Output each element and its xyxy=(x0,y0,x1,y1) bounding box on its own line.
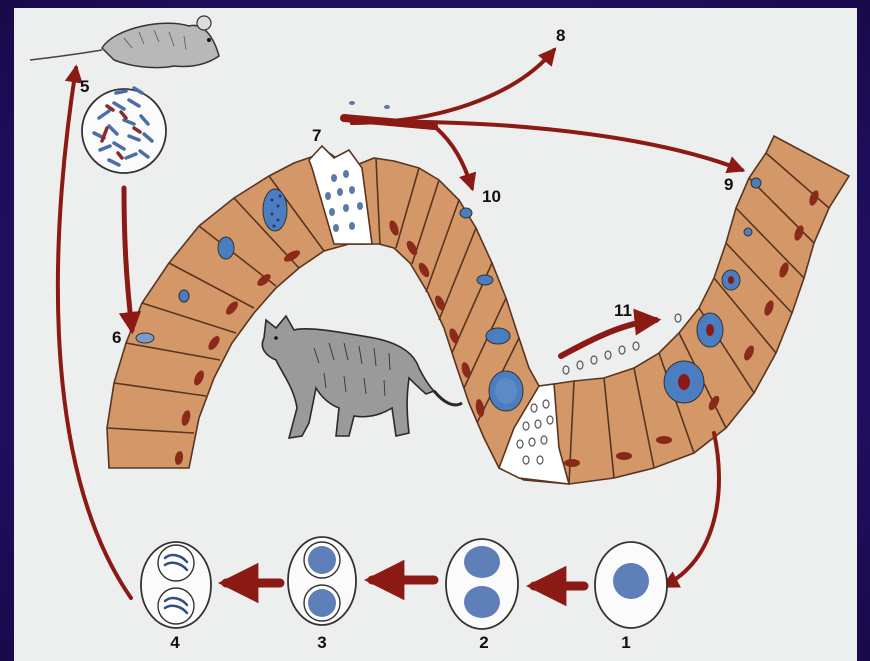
label-stage-1: 1 xyxy=(621,633,630,652)
tissue-cyst xyxy=(82,88,166,173)
cat-icon xyxy=(262,316,462,438)
label-stage-7: 7 xyxy=(312,126,321,145)
label-stage-2: 2 xyxy=(479,633,488,652)
label-stage-8: 8 xyxy=(556,26,565,45)
toxoplasma-life-cycle-diagram: 1 2 3 4 5 6 7 8 9 10 11 xyxy=(14,8,857,661)
label-stage-6: 6 xyxy=(112,328,121,347)
label-stage-11: 11 xyxy=(614,301,632,320)
label-stage-3: 3 xyxy=(317,633,326,652)
label-stage-5: 5 xyxy=(80,77,89,96)
diagram-panel: 1 2 3 4 5 6 7 8 9 10 11 xyxy=(14,8,857,661)
oocyst-stage-4 xyxy=(141,542,211,628)
mouse-icon xyxy=(30,16,219,68)
label-stage-10: 10 xyxy=(482,187,501,206)
label-stage-9: 9 xyxy=(724,175,733,194)
oocyst-stage-2 xyxy=(446,539,518,629)
intestinal-epithelium xyxy=(107,136,849,484)
oocyst-stage-1 xyxy=(595,542,667,628)
label-stage-4: 4 xyxy=(170,633,180,652)
oocyst-stage-3 xyxy=(288,537,356,625)
